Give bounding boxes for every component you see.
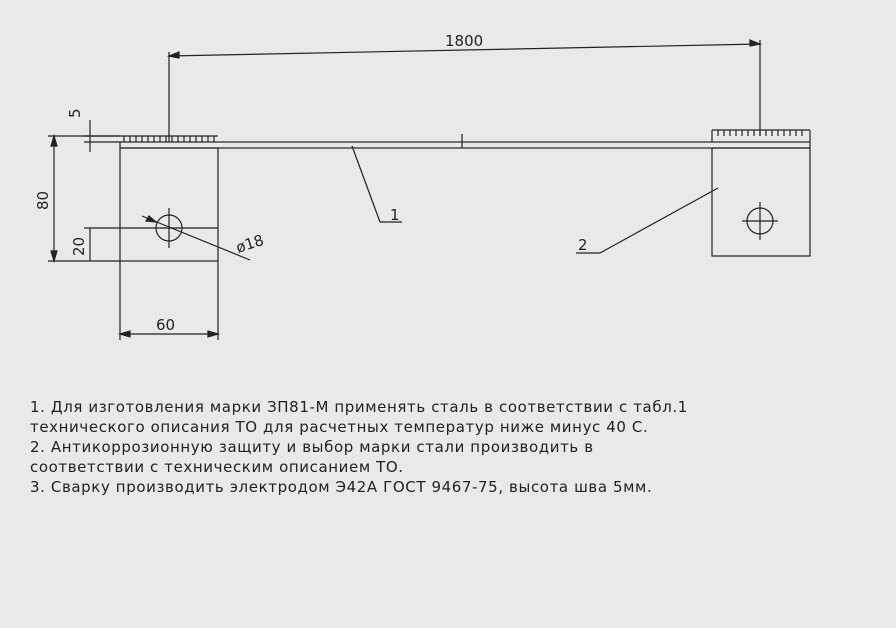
callout-leader-1: [351, 145, 402, 223]
callout-2-label: 2: [578, 236, 588, 254]
dimension-80-label: 80: [34, 191, 52, 210]
dimension-60: [117, 261, 221, 340]
note-line: 1. Для изготовления марки ЗП81-М применя…: [30, 398, 688, 416]
callout-leader-2: [576, 187, 719, 254]
dimension-1800: [166, 39, 763, 142]
dimension-20-label: 20: [70, 237, 88, 256]
notes-block: 1. Для изготовления марки ЗП81-М применя…: [30, 397, 880, 497]
diameter-leader: [141, 215, 251, 261]
note-line: соответствии с техническим описанием ТО.: [30, 458, 404, 476]
note-line: технического описания ТО для расчетных т…: [30, 418, 649, 436]
bar-part-1: [119, 141, 811, 149]
dimension-80: [48, 133, 120, 264]
note-line: 2. Антикоррозионную защиту и выбор марки…: [30, 438, 594, 456]
diameter-label: ø18: [234, 231, 266, 257]
left-plate: [119, 147, 219, 262]
right-plate-part-2: [711, 147, 811, 257]
dimension-1800-label: 1800: [445, 32, 483, 50]
right-hole: [742, 202, 778, 240]
dimension-5-label: 5: [66, 108, 84, 118]
dimension-20: [84, 227, 120, 261]
callout-1-label: 1: [390, 206, 400, 224]
dimension-60-label: 60: [156, 316, 175, 334]
left-hole: [120, 208, 218, 248]
weld-hatch-right: [711, 129, 811, 142]
note-line: 3. Сварку производить электродом Э42А ГО…: [30, 478, 653, 496]
